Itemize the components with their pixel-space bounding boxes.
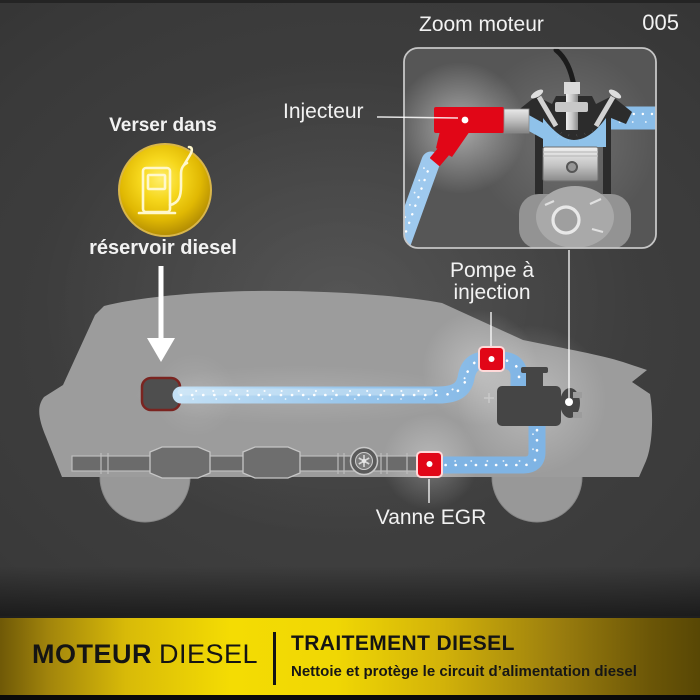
injection-pump-label: Pompe à injection (450, 260, 534, 304)
engine-inset-panel (403, 47, 657, 249)
fluid-pool (543, 118, 606, 147)
injector-graphic (404, 107, 530, 248)
brand-name-light: DIESEL (159, 639, 259, 669)
injector-coupling (503, 108, 530, 134)
egr-valve-label: Vanne EGR (375, 506, 487, 529)
injector-leader-line (376, 116, 459, 119)
injection-pump-marker (478, 346, 505, 372)
engine-point-dot (565, 398, 573, 406)
brand-name-strong: MOTEUR (32, 639, 152, 669)
page-number: 005 (642, 10, 679, 35)
pump-label-line2: injection (453, 281, 531, 304)
catalytic-converter (242, 446, 301, 479)
top-edge-strip (0, 0, 700, 3)
inset-title: Zoom moteur (419, 13, 544, 36)
engine-block (484, 367, 582, 426)
down-arrow-icon (147, 266, 175, 362)
pipe-couplings (100, 453, 408, 474)
product-title: TRAITEMENT DIESEL (291, 632, 515, 655)
engine-mark (484, 393, 494, 403)
fuel-line (172, 351, 546, 474)
product-subtitle: Nettoie et protège le circuit d’alimenta… (291, 663, 637, 680)
injector-point-dot (461, 116, 469, 124)
pour-into-label: Verser dans (109, 115, 217, 136)
pump-label-line1: Pompe à (449, 259, 535, 282)
tank-label: réservoir diesel (89, 237, 237, 259)
turbo-wheel-icon (349, 446, 379, 476)
banner-divider (273, 632, 276, 685)
injector-label: Injecteur (283, 100, 364, 123)
egr-valve-marker (416, 451, 443, 478)
callout-lines (376, 116, 570, 503)
fuel-pump-icon (137, 145, 194, 215)
brand-banner (0, 616, 700, 695)
valve-stems (536, 95, 616, 128)
cylinder-graphic (516, 48, 632, 248)
bottom-edge-strip (0, 695, 700, 700)
exhaust-line (71, 446, 423, 479)
fuel-pump-badge (118, 143, 212, 237)
banner-shadow (0, 566, 700, 616)
muffler-front (149, 446, 211, 479)
